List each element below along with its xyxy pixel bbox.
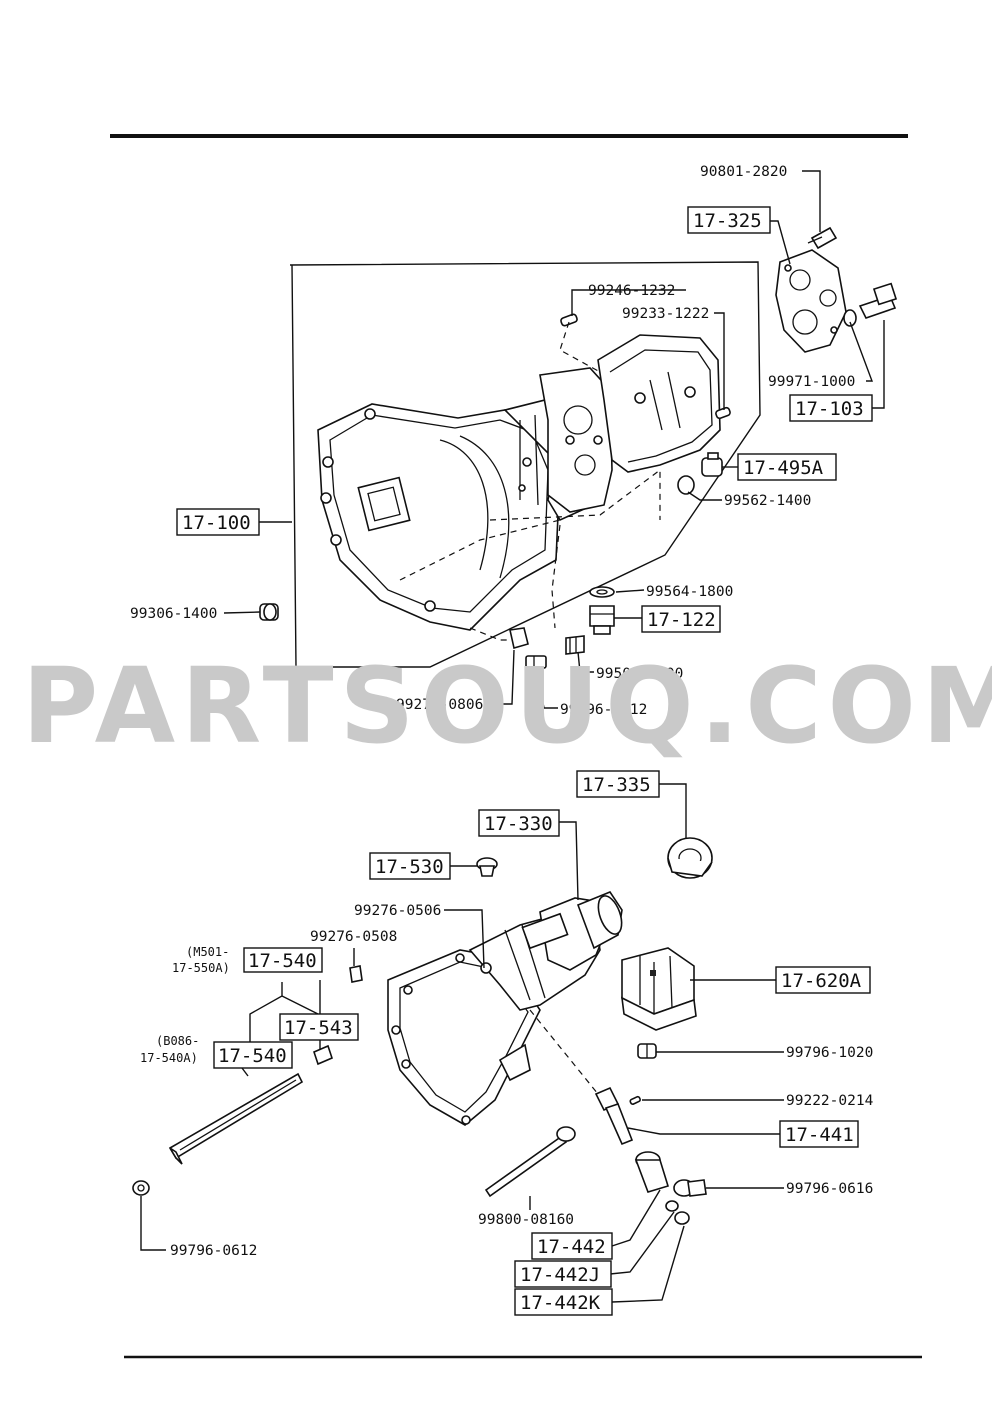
bolt-99796-1020 (637, 1043, 657, 1059)
stud-99276-0806 (509, 627, 529, 650)
callout-label: 17-441 (785, 1124, 854, 1146)
part-number-99276-0806[interactable]: 99276-0806 (396, 697, 483, 713)
plug-17-495A (677, 452, 723, 495)
bottom-leaders (140, 783, 784, 1303)
bolt-17-103 (843, 282, 898, 327)
knob-17-530 (476, 857, 498, 877)
transmission-assembly-17-330 (387, 891, 623, 1126)
callout-label: 17-335 (582, 774, 651, 796)
part-number-labels: 90801-2820 99246-1232 99233-1222 99971-1… (130, 164, 874, 1259)
callout-17-103[interactable]: 17-103 (789, 394, 873, 422)
note-m501-line1: (M501- (186, 945, 229, 959)
callout-label: 17-325 (693, 210, 762, 232)
part-number-99233-1222[interactable]: 99233-1222 (622, 306, 709, 322)
part-number-99800-08160[interactable]: 99800-08160 (478, 1212, 574, 1228)
part-number-99246-1232[interactable]: 99246-1232 (588, 283, 675, 299)
plug-17-122 (589, 586, 615, 635)
bolt-99796-0612-top (525, 655, 547, 669)
part-number-99796-0616[interactable]: 99796-0616 (786, 1181, 873, 1197)
part-number-99796-0612-bottom[interactable]: 99796-0612 (170, 1243, 257, 1259)
callout-17-540-b086[interactable]: 17-540 (213, 1041, 293, 1069)
callout-17-495A[interactable]: 17-495A (737, 453, 837, 481)
note-b086-line2: 17-540A) (140, 1051, 198, 1065)
part-number-99276-0508[interactable]: 99276-0508 (310, 929, 397, 945)
callout-label: 17-442 (537, 1236, 606, 1258)
part-number-99564-1800[interactable]: 99564-1800 (646, 584, 733, 600)
part-number-99796-0612-top[interactable]: 99796-0612 (560, 702, 647, 718)
pin-99222-0214 (629, 1095, 641, 1105)
bushing-99306-1400 (259, 603, 279, 621)
o-ring-17-442J (665, 1200, 679, 1212)
cover-plate-17-325 (775, 226, 847, 353)
clip-17-543 (313, 1044, 333, 1066)
driven-gear-17-441 (594, 1086, 634, 1146)
callout-label: 17-442K (520, 1292, 601, 1314)
callout-17-330[interactable]: 17-330 (478, 809, 560, 837)
callout-17-122[interactable]: 17-122 (641, 605, 721, 633)
callout-label: 17-103 (795, 398, 864, 420)
part-number-99222-0214[interactable]: 99222-0214 (786, 1093, 874, 1109)
part-number-99971-1000[interactable]: 99971-1000 (768, 374, 855, 390)
part-number-90801-2820[interactable]: 90801-2820 (700, 164, 787, 180)
rubber-cover-17-620A (621, 947, 697, 1031)
release-fork-17-540 (168, 1072, 304, 1165)
long-bolt-99800-08160 (484, 1126, 576, 1198)
callout-17-100[interactable]: 17-100 (176, 508, 260, 536)
callout-label: 17-540 (248, 950, 317, 972)
callout-label: 17-100 (182, 512, 251, 534)
callout-17-530[interactable]: 17-530 (369, 852, 451, 880)
callout-label: 17-330 (484, 813, 553, 835)
callout-label: 17-540 (218, 1045, 287, 1067)
o-ring-17-442K (674, 1211, 690, 1225)
part-number-99306-1400[interactable]: 99306-1400 (130, 606, 217, 622)
part-number-99276-0506[interactable]: 99276-0506 (354, 903, 441, 919)
top-leaders (223, 170, 885, 709)
callout-label: 17-442J (520, 1264, 600, 1286)
release-bearing-17-335 (667, 837, 713, 879)
callout-label: 17-620A (781, 970, 862, 992)
note-b086-line1: (B086- (156, 1034, 199, 1048)
callout-label: 17-543 (284, 1017, 353, 1039)
sleeve-17-442 (634, 1151, 695, 1197)
breather-99502-4000 (565, 635, 585, 655)
callout-label: 17-530 (375, 856, 444, 878)
callout-17-442K[interactable]: 17-442K (514, 1288, 613, 1316)
callout-label: 17-122 (647, 609, 716, 631)
note-m501-line2: 17-550A) (172, 961, 230, 975)
callout-17-325[interactable]: 17-325 (687, 206, 771, 234)
part-number-99796-1020[interactable]: 99796-1020 (786, 1045, 873, 1061)
part-number-99502-4000[interactable]: 99502-4000 (596, 666, 683, 682)
callout-17-620A[interactable]: 17-620A (775, 966, 871, 994)
stud-99276-0508 (349, 965, 363, 983)
callout-17-540-m501[interactable]: 17-540 (243, 947, 323, 973)
watermark: PARTSOUQ.COM (22, 645, 992, 767)
callout-17-335[interactable]: 17-335 (576, 770, 660, 798)
callout-label: 17-495A (743, 457, 824, 479)
callout-17-441[interactable]: 17-441 (779, 1120, 859, 1148)
callout-17-543[interactable]: 17-543 (279, 1013, 359, 1041)
transmission-case-assembly (289, 261, 761, 668)
bolt-99796-0612-bottom (132, 1180, 150, 1196)
callout-17-442J[interactable]: 17-442J (514, 1260, 612, 1288)
part-number-99562-1400[interactable]: 99562-1400 (724, 493, 811, 509)
bolt-99796-0616 (687, 1179, 707, 1197)
callout-17-442[interactable]: 17-442 (531, 1232, 613, 1260)
